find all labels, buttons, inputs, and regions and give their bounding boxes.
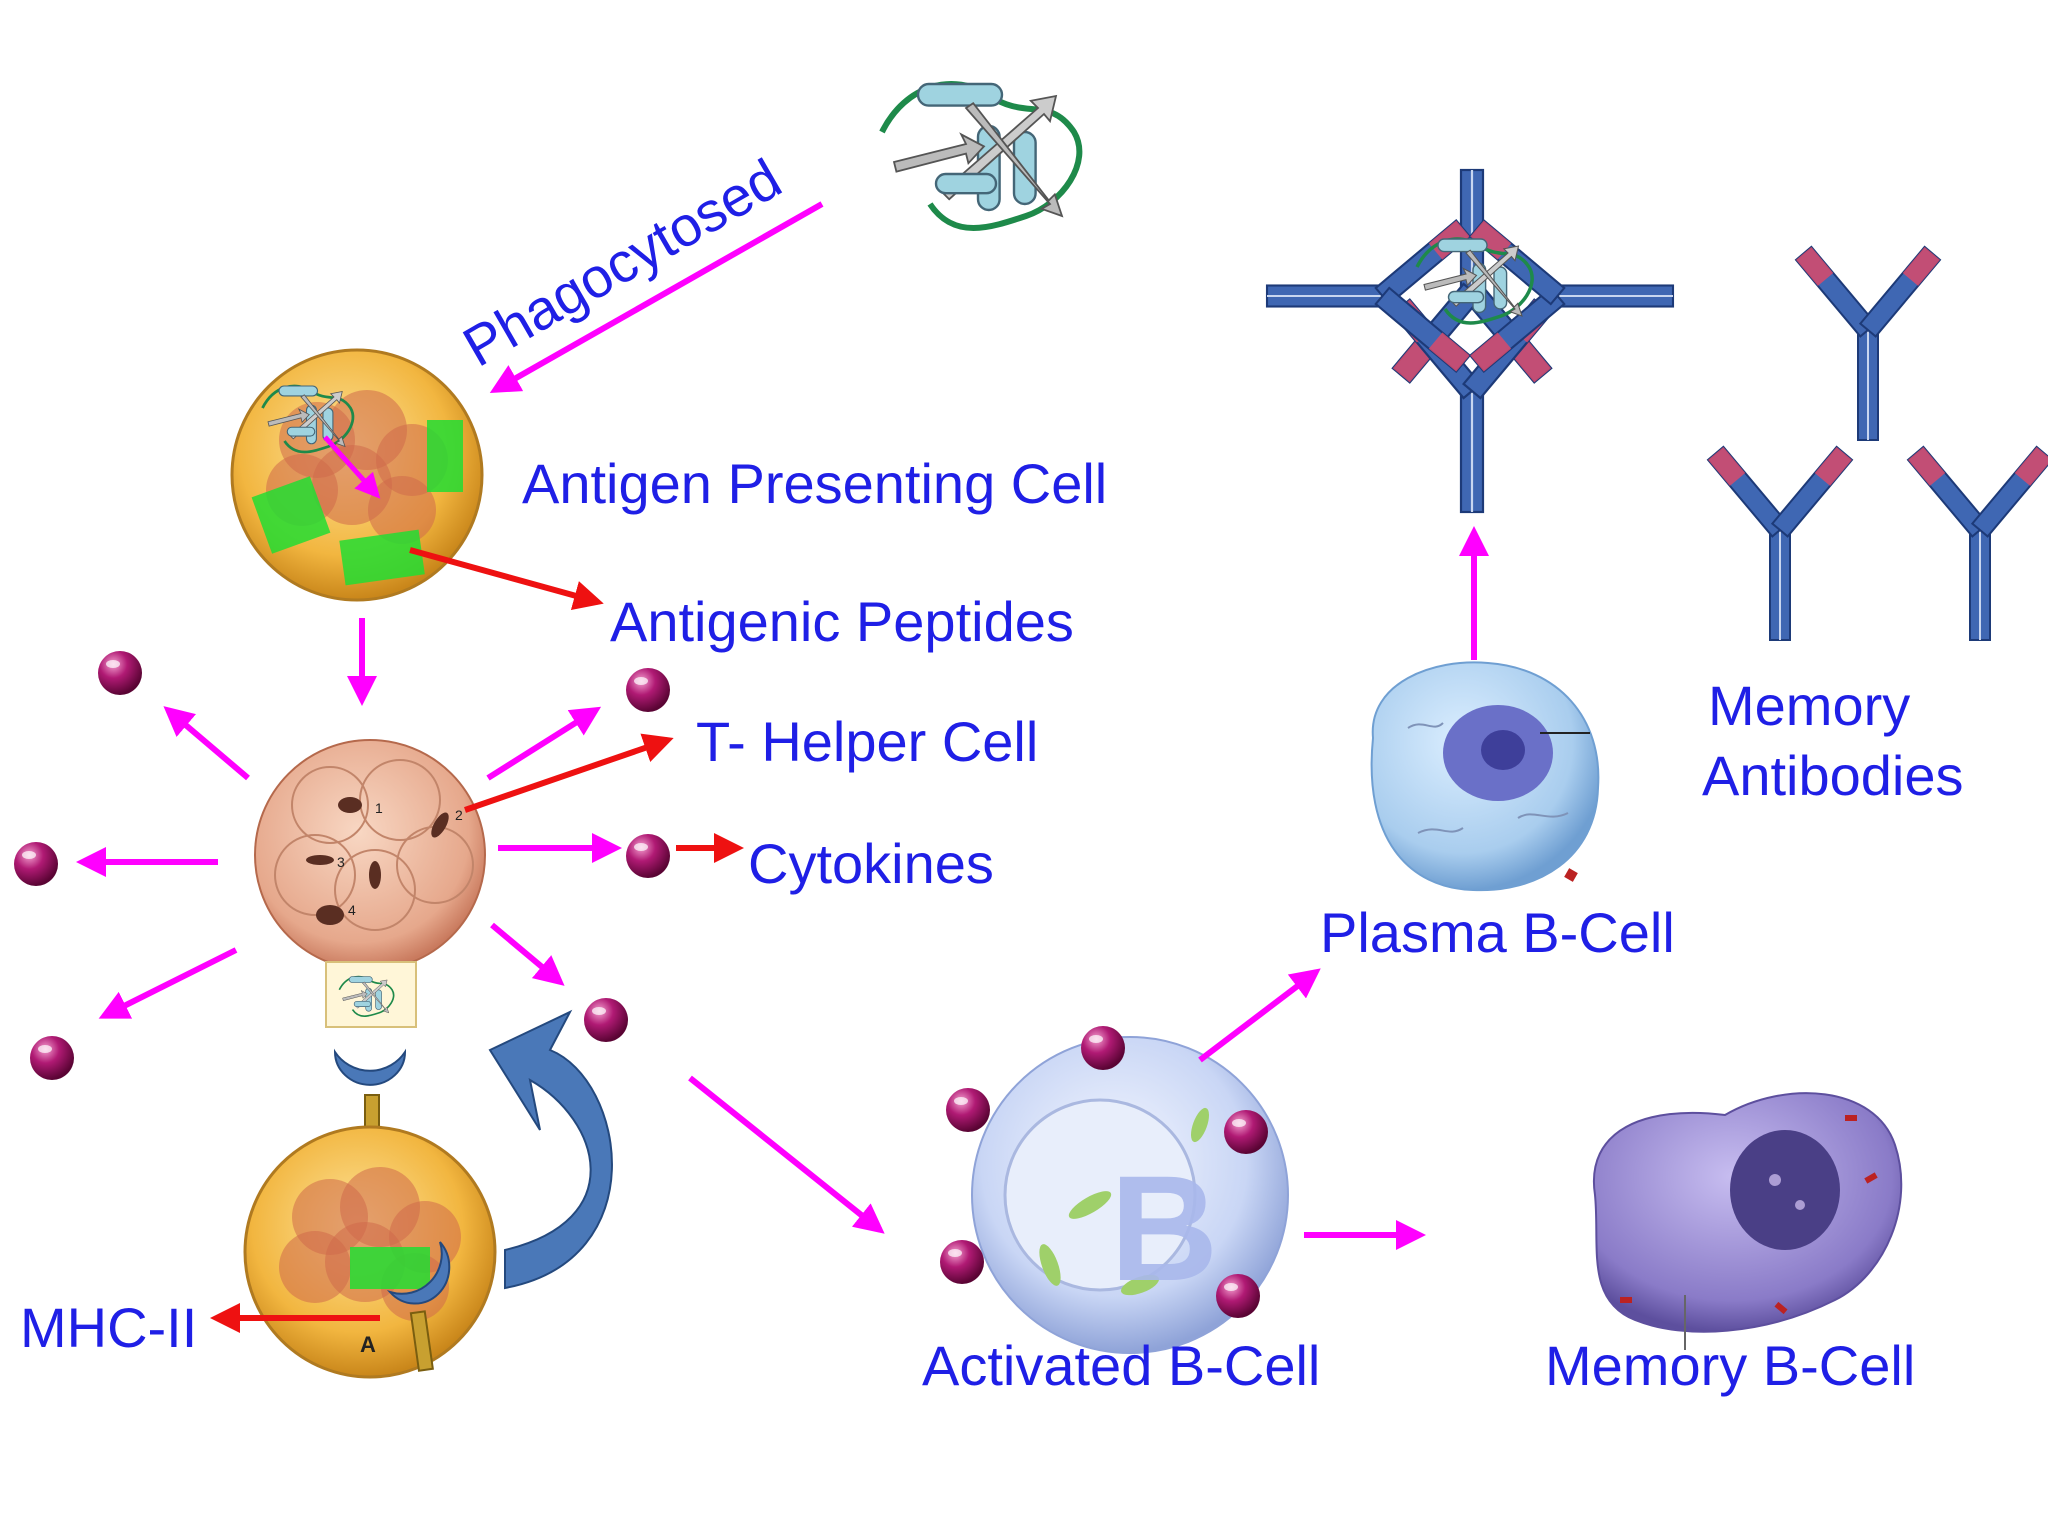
activated-b-cell-label: Activated B-Cell <box>922 1334 1321 1397</box>
to-plasma-b-cell-arrow <box>1198 968 1321 1063</box>
antigenic-peptides-arrow <box>409 547 604 611</box>
plasma-b-cell-label: Plasma B-Cell <box>1320 901 1675 964</box>
t-helper-cell: 1 2 3 4 <box>254 739 486 971</box>
mhc-peptide-fragment <box>350 1247 430 1289</box>
antibody-icon <box>1907 445 2048 641</box>
cytokine-bead-icon <box>626 834 670 878</box>
peptide-fragment <box>339 529 425 586</box>
cytokine-bead-icon <box>1216 1274 1260 1318</box>
cytokine-bead-icon <box>940 1240 984 1284</box>
antigen-presenting-cell-mhc: A <box>243 1125 497 1379</box>
t-cell-number-4: 4 <box>348 902 356 918</box>
cytokine-arrow <box>486 706 602 781</box>
antibody-icon <box>1795 245 1941 441</box>
memory-antibodies-label-line1: Memory <box>1708 674 1911 737</box>
cytokine-arrow <box>163 706 250 781</box>
t-helper-cell-label: T- Helper Cell <box>696 710 1039 773</box>
cytokines-label: Cytokines <box>748 832 994 895</box>
activated-b-cell: B <box>971 1036 1289 1354</box>
peptide-fragment <box>427 420 463 492</box>
curved-return-arrow-icon <box>488 1009 613 1290</box>
antibody-antigen-complex <box>1265 168 1675 514</box>
antigenic-peptides-label: Antigenic Peptides <box>610 590 1074 653</box>
peptide-fragment <box>251 476 331 554</box>
cytokine-bead-icon <box>14 842 58 886</box>
cytokine-bead-icon <box>30 1036 74 1080</box>
antigen-presenting-cell-label: Antigen Presenting Cell <box>522 452 1108 515</box>
memory-b-cell-label: Memory B-Cell <box>1545 1334 1916 1397</box>
apc-letter: A <box>360 1332 376 1357</box>
phagocytosed-label: Phagocytosed <box>453 146 792 378</box>
cytokine-bead-icon <box>98 651 142 695</box>
mhc-ii-crescent <box>386 1241 451 1305</box>
t-cell-number-1: 1 <box>375 800 383 816</box>
antibody-icon <box>1707 445 1853 641</box>
mhc-ii-label: MHC-II <box>20 1296 198 1359</box>
cytokine-bead-icon <box>946 1088 990 1132</box>
cytokine-bead-icon <box>626 668 670 712</box>
memory-b-cell <box>1592 1092 1903 1350</box>
phagocytosed-arrow <box>489 201 824 393</box>
plasma-b-cell <box>1370 661 1600 892</box>
memory-antibodies-label-line2: Antibodies <box>1702 744 1964 807</box>
antigen-protein-icon <box>882 84 1079 228</box>
mhc-stalk <box>409 1310 434 1372</box>
to-activated-b-cell-arrow <box>688 1075 885 1234</box>
t-helper-cell-arrow <box>464 733 674 813</box>
receptor-stalk <box>364 1094 380 1128</box>
cytokine-bead-icon <box>1081 1026 1125 1070</box>
t-cell-number-2: 2 <box>455 807 463 823</box>
cytokine-bead-icon <box>584 998 628 1042</box>
b-cell-letter: B <box>1110 1144 1218 1312</box>
cytokine-arrow <box>98 947 238 1019</box>
cytokine-arrow <box>490 922 565 986</box>
t-cell-receptor-crescent <box>333 1048 407 1086</box>
antigen-presenting-cell <box>230 348 484 602</box>
digestion-arrow <box>323 435 381 499</box>
cytokine-bead-icon <box>1224 1110 1268 1154</box>
t-cell-number-3: 3 <box>337 854 345 870</box>
